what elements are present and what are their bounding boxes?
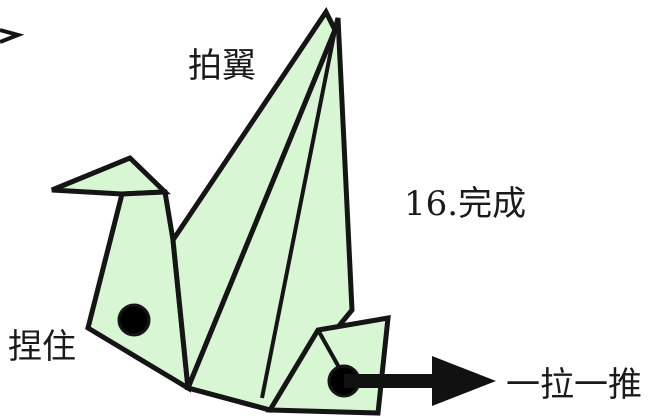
body-crease — [187, 385, 271, 413]
crane-head — [51, 155, 171, 197]
push-pull-label: 一拉一推 — [506, 365, 642, 405]
hold-point-icon — [117, 303, 151, 337]
hold-label: 捏住 — [8, 327, 76, 367]
wing-crease — [260, 29, 337, 399]
corner-arrow-icon — [0, 28, 25, 44]
crane-neck-body — [85, 189, 191, 393]
crane-tail — [265, 314, 391, 416]
arrow-right-icon — [344, 356, 496, 406]
step-complete-label: 16.完成 — [404, 184, 527, 224]
flap-wings-label: 拍翼 — [188, 46, 256, 86]
